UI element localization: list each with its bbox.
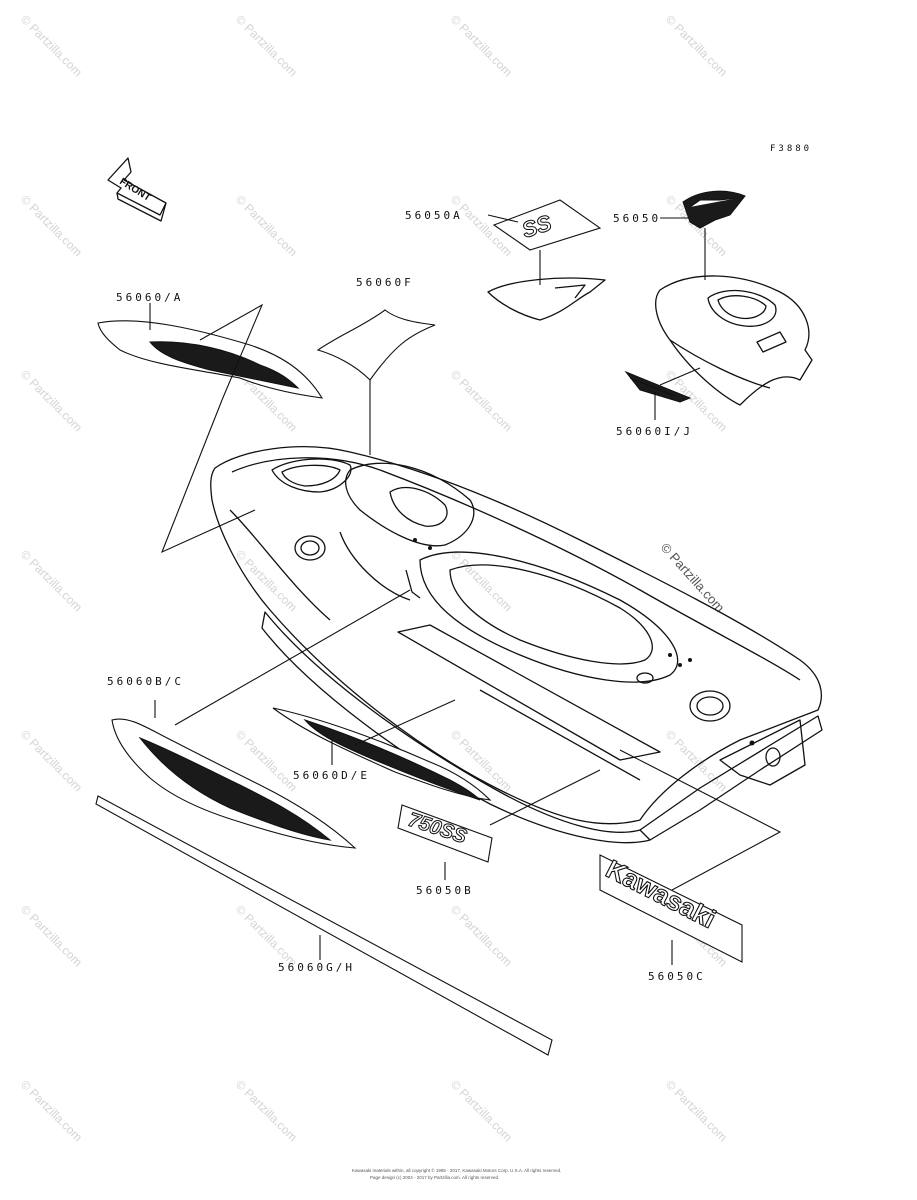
label-56060BC: 56060B/C (107, 675, 184, 688)
seat-illustration (655, 275, 813, 406)
watermark-text: © Partzilla.com (448, 12, 515, 79)
brand-decal: Kawasaki (599, 853, 743, 963)
label-56060DE: 56060D/E (293, 769, 370, 782)
watermark-text: © Partzilla.com (18, 902, 85, 969)
watermark-text: © Partzilla.com (233, 192, 300, 259)
label-56060GH: 56060G/H (278, 961, 355, 974)
label-56050B: 56050B (416, 884, 474, 897)
decal-56060A (97, 320, 324, 399)
center-watermark: © Partzilla.com (658, 540, 728, 615)
watermark-text: © Partzilla.com (18, 192, 85, 259)
watermark-text: © Partzilla.com (18, 367, 85, 434)
decal-56060F (316, 309, 436, 381)
label-56050C: 56050C (648, 970, 706, 983)
front-arrow-label: FRONT (117, 176, 152, 204)
footer-design: Page design (c) 2004 - 2017 by Partzilla… (370, 1175, 499, 1180)
decal-56060BC (111, 718, 357, 849)
decal-56060DE (272, 707, 492, 801)
watermark-text: © Partzilla.com (18, 727, 85, 794)
label-56050A: 56050A (405, 209, 463, 222)
watermark-text: © Partzilla.com (448, 1077, 515, 1144)
label-56050: 56050 (613, 212, 661, 225)
watermark-text: © Partzilla.com (663, 1077, 730, 1144)
leader-lines (149, 214, 782, 965)
watermark-text: © Partzilla.com (233, 1077, 300, 1144)
label-56060IJ: 56060I/J (616, 425, 693, 438)
watermark-text: © Partzilla.com (448, 902, 515, 969)
watermark-text: © Partzilla.com (233, 12, 300, 79)
ss-decal: SS (492, 199, 602, 251)
seat-logo-decal (682, 190, 746, 229)
watermark-text: © Partzilla.com (233, 547, 300, 614)
front-arrow: FRONT (107, 157, 167, 222)
decal-56060IJ (624, 370, 692, 403)
watermark-text: © Partzilla.com (663, 12, 730, 79)
hull-deck-illustration (210, 446, 823, 844)
seat-cover-illustration (487, 277, 606, 321)
watermark-text: © Partzilla.com (18, 1077, 85, 1144)
decal-56060GH (95, 795, 553, 1056)
watermark-text: © Partzilla.com (18, 547, 85, 614)
watermark-text: © Partzilla.com (18, 12, 85, 79)
label-56060F: 56060F (356, 276, 414, 289)
footer-copyright: Kawasaki materials within, all copyright… (352, 1167, 561, 1173)
watermark-text: © Partzilla.com (448, 367, 515, 434)
front-arrow-icon (107, 157, 167, 216)
model-decal: 750SS (397, 804, 493, 863)
figure-code: F3880 (770, 144, 812, 154)
label-56060A: 56060/A (116, 291, 183, 304)
